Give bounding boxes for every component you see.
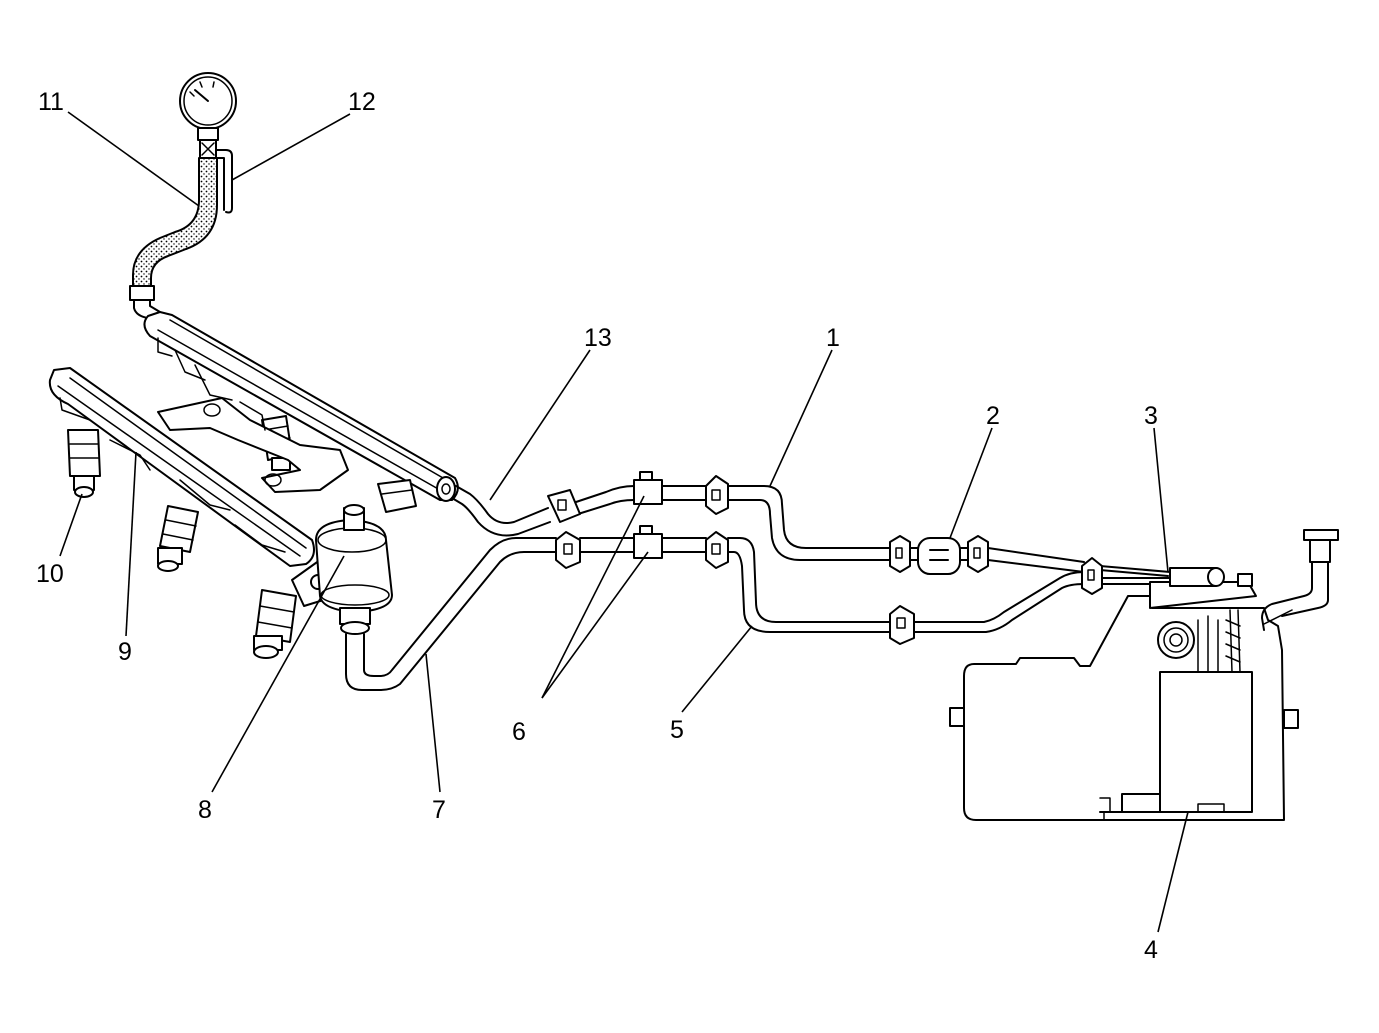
clip-return-2 — [705, 531, 729, 569]
callout-2: 2 — [986, 402, 1000, 430]
clip-return-3 — [889, 605, 915, 645]
quick-connect-upper — [633, 471, 663, 505]
fuel-pressure-regulator — [291, 504, 393, 635]
bleed-hose — [215, 149, 233, 214]
callout-1: 1 — [826, 324, 840, 352]
return-line — [345, 537, 1085, 691]
callout-7: 7 — [432, 796, 446, 824]
fuel-filter — [917, 537, 961, 575]
injector-front — [253, 589, 297, 659]
quick-connect-lower — [633, 525, 663, 559]
callout-6: 6 — [512, 718, 526, 746]
upper-fuel-rail — [143, 311, 459, 502]
clip-return-1 — [555, 531, 581, 569]
injector-middle — [157, 505, 199, 572]
clip-tank-junction — [1081, 557, 1103, 595]
filler-neck — [1261, 529, 1339, 631]
gauge-hose — [129, 157, 218, 319]
callout-13: 13 — [584, 324, 612, 352]
clip-feed-3 — [967, 535, 989, 573]
leader-lines — [59, 111, 1189, 933]
callout-12: 12 — [348, 88, 376, 116]
quick-connect-feed-rail — [547, 489, 581, 523]
fuel-pressure-gauge — [179, 72, 237, 159]
callout-10: 10 — [36, 560, 64, 588]
injector-10 — [67, 429, 101, 498]
fuel-pump-module — [1099, 567, 1257, 821]
callout-11: 11 — [38, 88, 64, 116]
clip-feed-2 — [889, 535, 911, 573]
callout-8: 8 — [198, 796, 212, 824]
lower-fuel-rail — [48, 367, 315, 567]
upper-rail-injector-rear — [377, 479, 417, 513]
rail-bracket — [157, 397, 349, 493]
clip-feed-1 — [705, 475, 729, 515]
callout-9: 9 — [118, 638, 132, 666]
callout-5: 5 — [670, 716, 684, 744]
callout-4: 4 — [1144, 936, 1158, 964]
callout-3: 3 — [1144, 402, 1158, 430]
